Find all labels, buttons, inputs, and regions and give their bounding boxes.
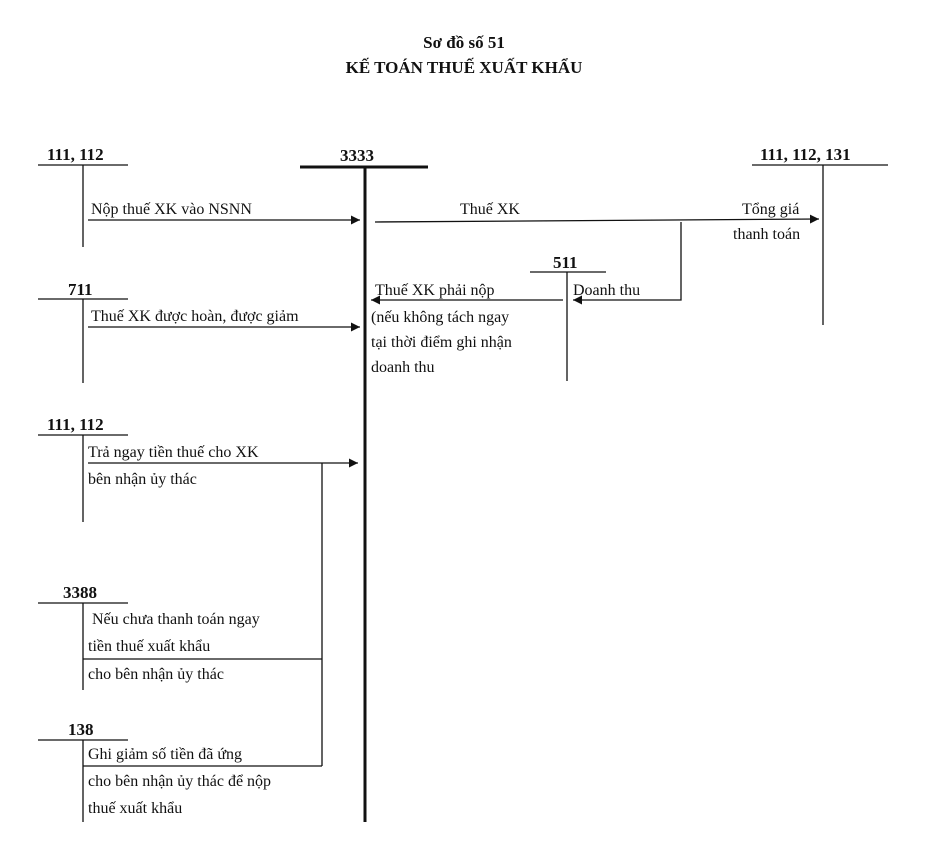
label-unpaid-3: cho bên nhận ủy thác	[88, 666, 224, 683]
label-unpaid-2: tiền thuế xuất khẩu	[88, 638, 211, 655]
account-label-3388: 3388	[63, 583, 97, 602]
account-label-111-112-mid: 111, 112	[47, 415, 104, 434]
label-revenue: Doanh thu	[573, 282, 641, 299]
account-label-511: 511	[553, 253, 578, 272]
label-unpaid-1: Nếu chưa thanh toán ngay	[92, 611, 260, 628]
account-label-111-112-top: 111, 112	[47, 145, 104, 164]
label-note-3: doanh thu	[371, 359, 435, 376]
account-label-138: 138	[68, 720, 94, 739]
label-tax-payable: Thuế XK phải nộp	[375, 282, 495, 299]
label-pay-now-2: bên nhận ủy thác	[88, 471, 197, 488]
label-export-tax: Thuế XK	[460, 201, 520, 218]
diagram-title: KẾ TOÁN THUẾ XUẤT KHẨU	[345, 58, 583, 77]
label-pay-now-1: Trả ngay tiền thuế cho XK	[88, 444, 259, 461]
label-total-price-1: Tổng giá	[742, 201, 800, 218]
label-reduce-3: thuế xuất khẩu	[88, 800, 183, 817]
label-pay-tax: Nộp thuế XK vào NSNN	[91, 201, 252, 218]
label-reduce-1: Ghi giảm số tiền đã ứng	[88, 746, 242, 763]
account-label-111-112-131: 111, 112, 131	[760, 145, 851, 164]
arrow-revenue	[573, 222, 682, 305]
label-note-1: (nếu không tách ngay	[371, 309, 510, 326]
label-note-2: tại thời điểm ghi nhận	[371, 334, 512, 351]
label-refund: Thuế XK được hoàn, được giảm	[91, 308, 299, 325]
label-total-price-2: thanh toán	[733, 226, 801, 243]
account-label-711: 711	[68, 280, 93, 299]
arrow-export-tax	[374, 214, 820, 224]
diagram-number: Sơ đồ số 51	[423, 33, 505, 52]
account-label-3333: 3333	[340, 146, 374, 165]
label-reduce-2: cho bên nhận ủy thác để nộp	[88, 773, 272, 790]
